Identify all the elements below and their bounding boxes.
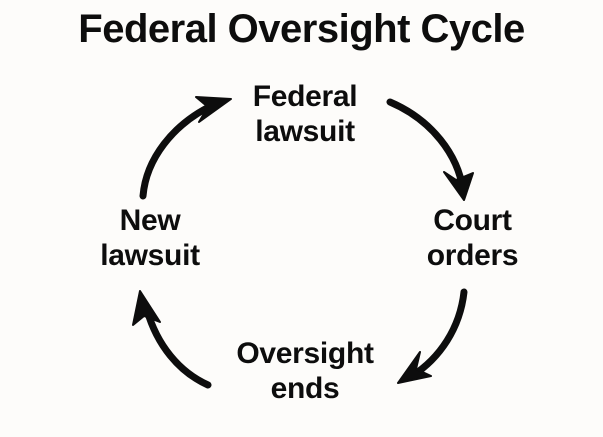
node-oversight-ends-line1: Oversight <box>236 337 374 370</box>
node-oversight-ends-line2: ends <box>270 372 340 405</box>
arrow-top-left <box>139 96 232 200</box>
node-federal-lawsuit: Federal lawsuit <box>205 79 405 149</box>
node-court-orders: Court orders <box>385 203 560 273</box>
node-court-orders-line2: orders <box>426 239 519 272</box>
node-oversight-ends: Oversight ends <box>205 336 405 406</box>
node-new-lawsuit-line1: New <box>119 204 181 237</box>
node-federal-lawsuit-line1: Federal <box>252 80 358 113</box>
arrow-bottom-right <box>397 288 468 384</box>
node-new-lawsuit: New lawsuit <box>60 203 240 273</box>
node-federal-lawsuit-line2: lawsuit <box>255 115 355 148</box>
page-title: Federal Oversight Cycle <box>78 7 525 51</box>
node-new-lawsuit-line2: lawsuit <box>100 239 200 272</box>
node-court-orders-line1: Court <box>433 204 512 237</box>
arrow-top-right <box>386 98 474 201</box>
arrow-bottom-left <box>132 290 212 389</box>
